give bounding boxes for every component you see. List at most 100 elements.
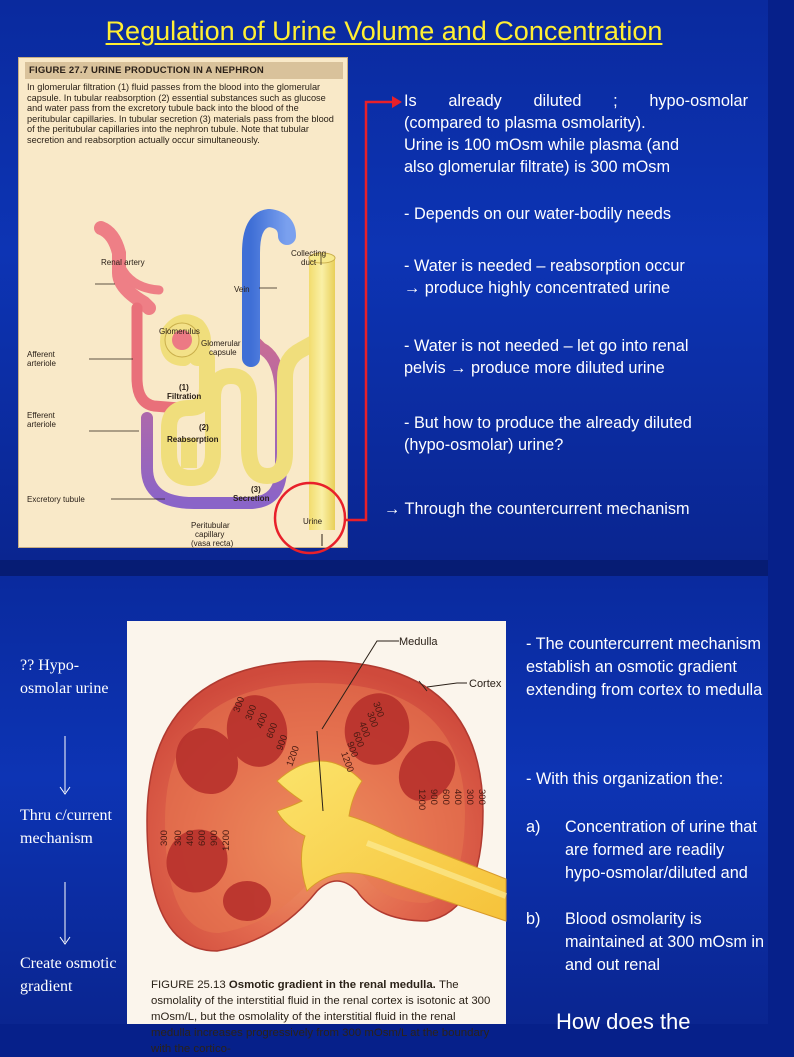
label-afferent-1: Afferent bbox=[27, 350, 56, 359]
gradient-bottom-6: 1200 bbox=[221, 830, 232, 851]
renal-artery bbox=[94, 221, 156, 315]
water-needs-text: - Depends on our water-bodily needs bbox=[404, 205, 671, 223]
label-cortex: Cortex bbox=[469, 678, 502, 690]
step-countercurrent: Thru c/current mechanism bbox=[20, 807, 112, 847]
gradient-left-4: 600 bbox=[264, 721, 280, 740]
figure-caption: In glomerular filtration (1) fluid passe… bbox=[27, 82, 334, 145]
gradient-right-1: 300 bbox=[476, 789, 487, 805]
caption-lead: FIGURE 25.13 bbox=[151, 979, 229, 991]
slide-1: Regulation of Urine Volume and Concentra… bbox=[0, 0, 768, 560]
gradient-bottom-2: 300 bbox=[173, 830, 184, 846]
label-reabsorption-num: (2) bbox=[199, 423, 209, 432]
down-arrow-icon bbox=[59, 736, 71, 795]
step-osmotic-gradient: Create osmotic gradient bbox=[20, 955, 117, 995]
gradient-mid-3: 400 bbox=[356, 720, 372, 739]
gradient-right-4: 600 bbox=[440, 789, 451, 805]
ureter-highlight bbox=[365, 840, 508, 899]
slide-2: ?? Hypo-osmolar urine Thru c/current mec… bbox=[0, 576, 768, 1055]
gradient-left-1: 300 bbox=[231, 695, 247, 714]
p4-line-1: - Water is not needed – let go into rena… bbox=[404, 337, 689, 355]
gradient-bottom-1: 300 bbox=[159, 830, 170, 846]
gradient-bottom-5: 900 bbox=[209, 830, 220, 846]
gradient-left-3: 400 bbox=[254, 711, 270, 730]
connector-arrowhead bbox=[392, 96, 402, 108]
gradient-mid-4: 600 bbox=[350, 730, 366, 749]
label-efferent-2: arteriole bbox=[27, 420, 56, 429]
label-glomerulus: Glomerulus bbox=[159, 327, 200, 336]
label-urine: Urine bbox=[303, 517, 323, 526]
label-collecting-duct-2: duct bbox=[301, 258, 317, 267]
question-text: - But how to produce the already diluted… bbox=[404, 412, 748, 456]
nephron-figure: FIGURE 27.7 URINE PRODUCTION IN A NEPHRO… bbox=[18, 57, 348, 548]
urine-diluted-text: Is already diluted ; hypo-osmolar (compa… bbox=[404, 90, 748, 178]
urine-connector bbox=[273, 96, 402, 555]
label-peritubular-2: capillary bbox=[195, 530, 224, 539]
proximal-tubule bbox=[160, 314, 327, 486]
p4-line-2: pelvis → produce more diluted urine bbox=[404, 359, 665, 377]
gradient-left-2: 300 bbox=[243, 703, 259, 722]
water-needed-text: - Water is needed – reabsorption occur →… bbox=[404, 255, 748, 299]
kidney-diagram: 300 300 400 600 900 1200 300 300 400 600… bbox=[146, 636, 508, 952]
label-filtration-num: (1) bbox=[179, 383, 189, 392]
label-afferent-2: arteriole bbox=[27, 359, 56, 368]
slide-divider bbox=[0, 560, 768, 576]
nephron-diagram: Renal artery Collecting duct Vein Glomer… bbox=[27, 208, 336, 548]
gradient-mid-1: 300 bbox=[370, 700, 386, 719]
p5-line-1: - But how to produce the already diluted bbox=[404, 414, 692, 432]
list-text: Blood osmolarity is maintained at 300 mO… bbox=[565, 910, 765, 974]
caption-title: Osmotic gradient in the renal medulla. bbox=[228, 979, 440, 991]
down-arrow-icon bbox=[59, 882, 71, 945]
label-medulla: Medulla bbox=[399, 636, 438, 648]
artery-branch bbox=[114, 258, 164, 295]
afferent-arteriole bbox=[131, 302, 185, 414]
label-excretory-tubule: Excretory tubule bbox=[27, 495, 85, 504]
list-marker: a) bbox=[526, 818, 541, 836]
label-vein: Vein bbox=[234, 285, 250, 294]
medullary-pyramids bbox=[166, 693, 456, 921]
countercurrent-answer-text: → Through the countercurrent mechanism bbox=[384, 500, 690, 518]
label-renal-artery: Renal artery bbox=[101, 258, 145, 267]
label-peritubular-1: Peritubular bbox=[191, 521, 230, 530]
p1-line-3: Urine is 100 mOsm while plasma (and bbox=[404, 136, 680, 154]
urine-highlight-circle bbox=[273, 481, 347, 555]
gradient-bottom-4: 600 bbox=[197, 830, 208, 846]
p5-line-2: (hypo-osmolar) urine? bbox=[404, 436, 564, 454]
gradient-left-5: 900 bbox=[274, 733, 290, 752]
label-secretion-num: (3) bbox=[251, 485, 261, 494]
figure-heading: FIGURE 27.7 URINE PRODUCTION IN A NEPHRO… bbox=[25, 62, 343, 79]
caption-body: The osmolality of the interstitial fluid… bbox=[151, 979, 491, 1055]
list-item: b) Blood osmolarity is maintained at 300… bbox=[526, 908, 766, 978]
label-reabsorption: Reabsorption bbox=[167, 435, 219, 444]
label-glomerular-capsule-2: capsule bbox=[209, 348, 237, 357]
kidney-figure-caption: FIGURE 25.13 Osmotic gradient in the ren… bbox=[151, 977, 497, 1057]
label-collecting-duct-1: Collecting bbox=[291, 249, 326, 258]
countercurrent-description: - The countercurrent mechanism establish… bbox=[526, 635, 763, 699]
label-peritubular-3: (vasa recta) bbox=[191, 539, 234, 548]
gradient-right-3: 400 bbox=[452, 789, 463, 805]
connector-line bbox=[346, 100, 392, 522]
list-item: a) Concentration of urine that are forme… bbox=[526, 816, 766, 906]
gradient-right-6: 1200 bbox=[416, 789, 427, 810]
glomerulus bbox=[172, 330, 192, 350]
label-glomerular-capsule-1: Glomerular bbox=[201, 339, 241, 348]
p1-line-2: (compared to plasma osmolarity). bbox=[404, 114, 646, 132]
label-filtration: Filtration bbox=[167, 392, 201, 401]
water-not-needed-text: - Water is not needed – let go into rena… bbox=[404, 335, 748, 379]
list-text: Concentration of urine that are formed a… bbox=[565, 818, 757, 882]
next-question-text: How does the bbox=[556, 1009, 691, 1034]
gradient-right-5: 900 bbox=[428, 789, 439, 805]
p3-line-2: → produce highly concentrated urine bbox=[404, 279, 671, 297]
p1-line-4: also glomerular filtrate) is 300 mOsm bbox=[404, 158, 671, 176]
vein bbox=[242, 208, 296, 367]
label-efferent-1: Efferent bbox=[27, 411, 56, 420]
slide-title: Regulation of Urine Volume and Concentra… bbox=[105, 16, 663, 46]
gradient-bottom-3: 400 bbox=[185, 830, 196, 846]
organization-intro: - With this organization the: bbox=[526, 770, 724, 788]
list-marker: b) bbox=[526, 910, 541, 928]
gradient-mid-2: 300 bbox=[364, 710, 380, 729]
kidney-figure: 300 300 400 600 900 1200 300 300 400 600… bbox=[127, 621, 508, 1055]
step-hypo-osmolar: ?? Hypo-osmolar urine bbox=[20, 657, 109, 697]
label-secretion: Secretion bbox=[233, 494, 270, 503]
renal-pelvis bbox=[276, 760, 507, 922]
peritubular-capillary bbox=[141, 252, 287, 509]
